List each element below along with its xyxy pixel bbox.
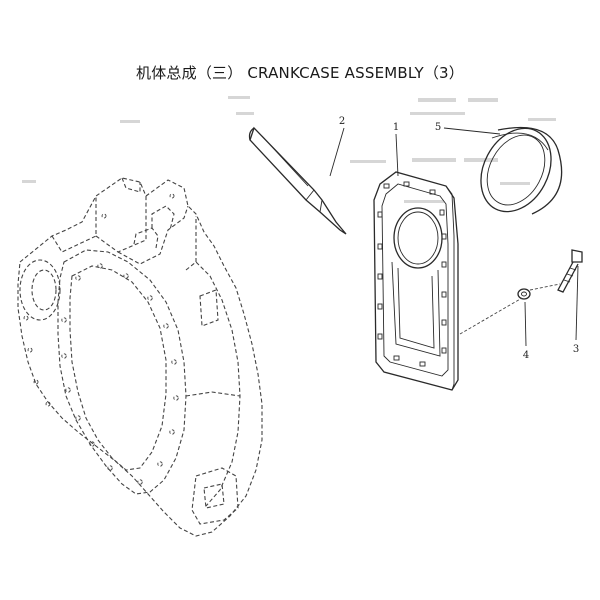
callout-number-1: 1 <box>393 122 399 133</box>
callout-number-2: 2 <box>339 116 345 127</box>
crankcase-housing <box>17 177 263 537</box>
bolt-icon <box>557 249 583 293</box>
washer-icon <box>517 288 531 300</box>
page-title: 机体总成（三） CRANKCASE ASSEMBLY（3） <box>136 64 464 82</box>
bleed-through-marks <box>22 96 556 203</box>
leader-lines <box>329 127 579 347</box>
gasket-plate-icon <box>373 171 459 391</box>
oil-seal-icon <box>480 126 563 215</box>
callout-number-3: 3 <box>573 344 579 355</box>
assembly-axis-line <box>459 283 561 335</box>
callout-number-5: 5 <box>435 122 441 133</box>
callout-number-4: 4 <box>523 350 529 361</box>
sealant-tube-icon <box>248 126 347 235</box>
